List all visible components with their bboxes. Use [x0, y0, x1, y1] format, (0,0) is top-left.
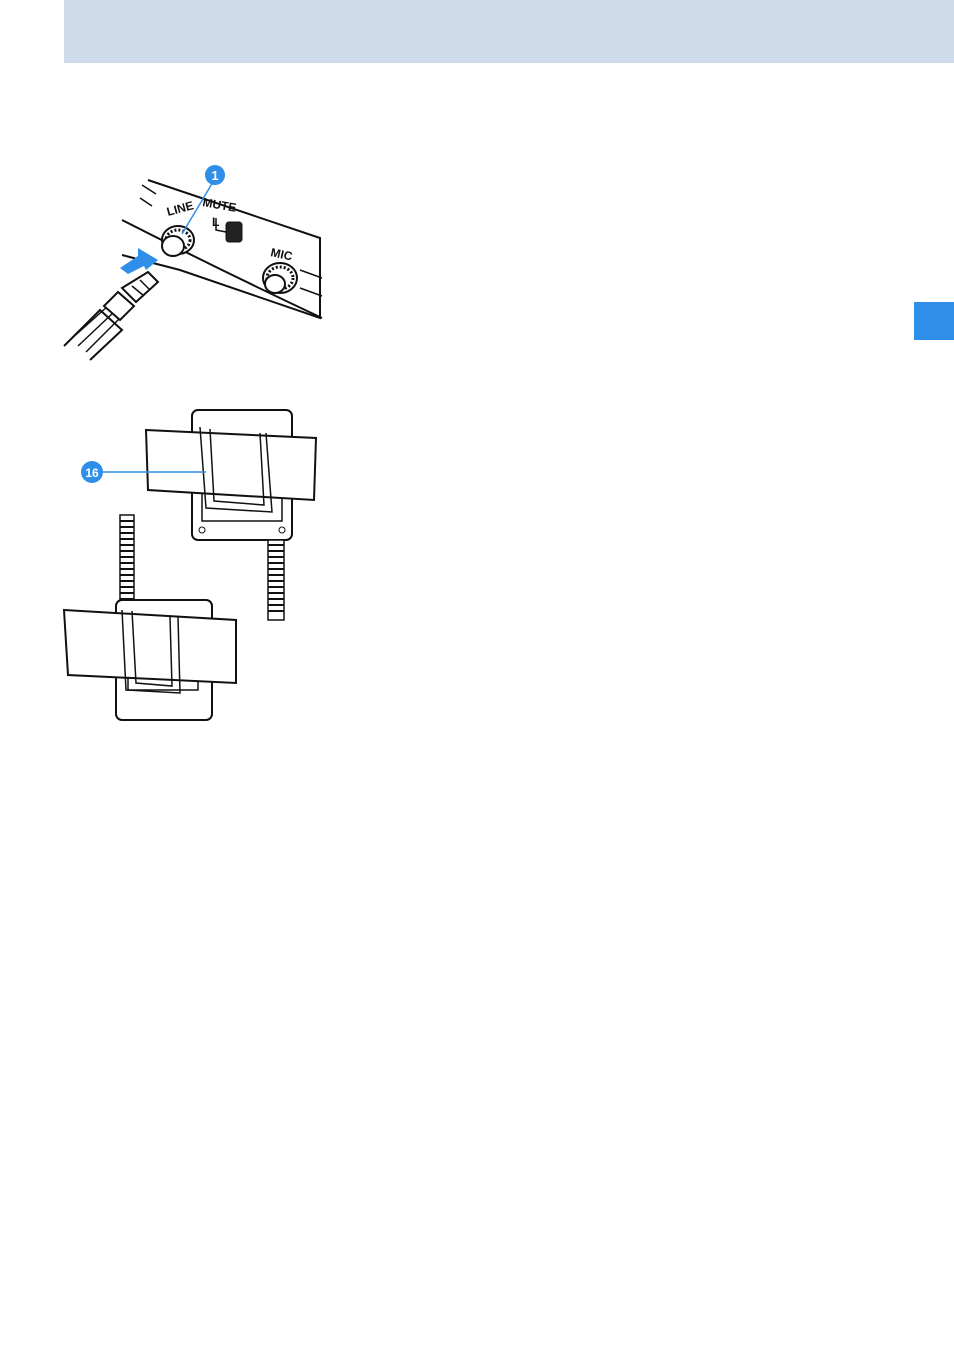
jack-plug — [64, 272, 158, 360]
mic-socket — [263, 263, 297, 293]
mute-position-label: L — [212, 215, 219, 229]
transmitter-back — [146, 410, 316, 620]
mute-switch — [226, 222, 242, 242]
belt-clip-illustration: 16 — [60, 405, 322, 735]
callout-1-number: 1 — [211, 168, 218, 183]
header-band — [64, 0, 954, 63]
callout-16-number: 16 — [85, 466, 99, 480]
connector-illustration: LINE MUTE L MIC 1 — [60, 160, 330, 360]
transmitter-front — [64, 515, 236, 720]
chapter-tab — [914, 302, 954, 340]
